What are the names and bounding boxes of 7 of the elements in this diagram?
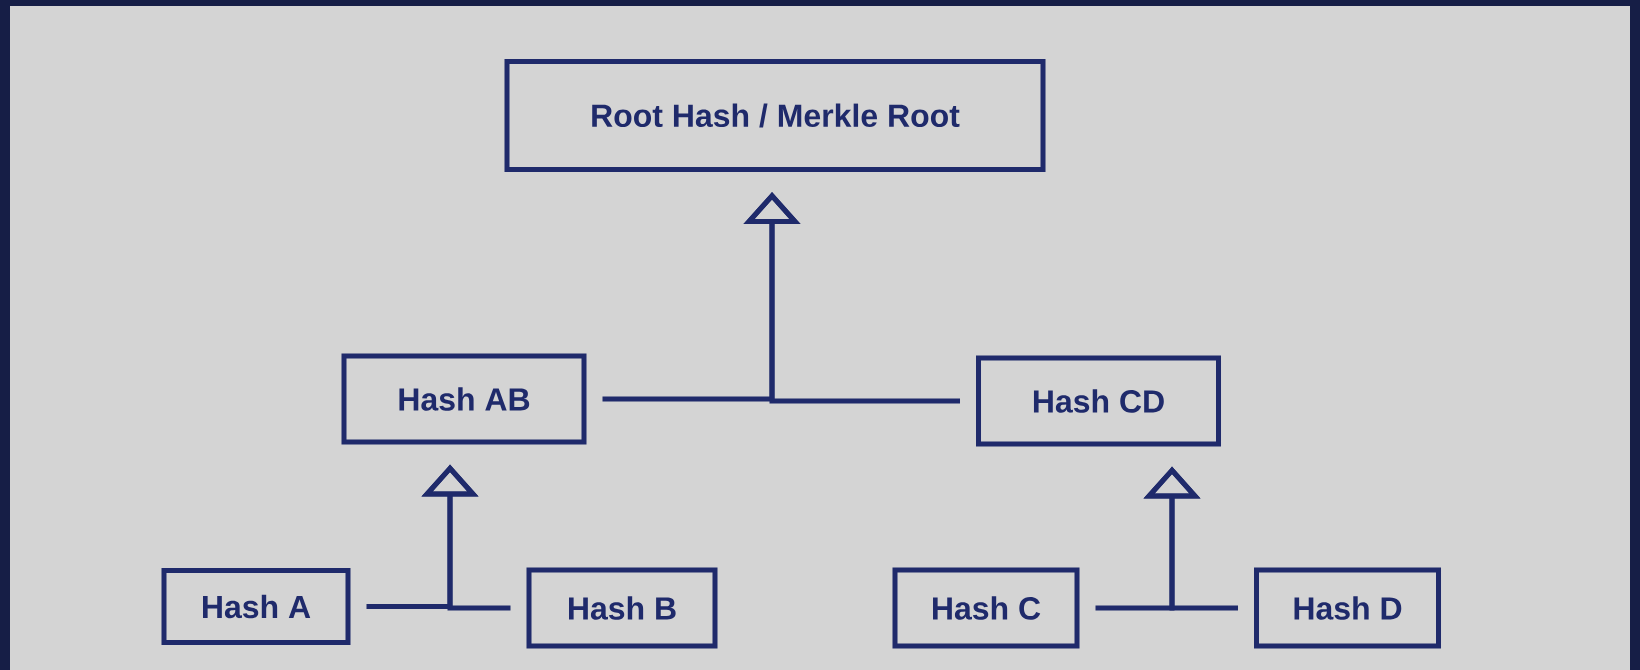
hash-box: Hash A — [161, 568, 351, 645]
hash-box: Hash C — [892, 567, 1080, 649]
hash-box: Root Hash / Merkle Root — [504, 59, 1046, 172]
hash-box: Hash D — [1254, 567, 1441, 649]
hash-box: Hash CD — [976, 355, 1221, 447]
hash-box: Hash AB — [341, 353, 587, 445]
hash-box: Hash B — [526, 567, 718, 649]
